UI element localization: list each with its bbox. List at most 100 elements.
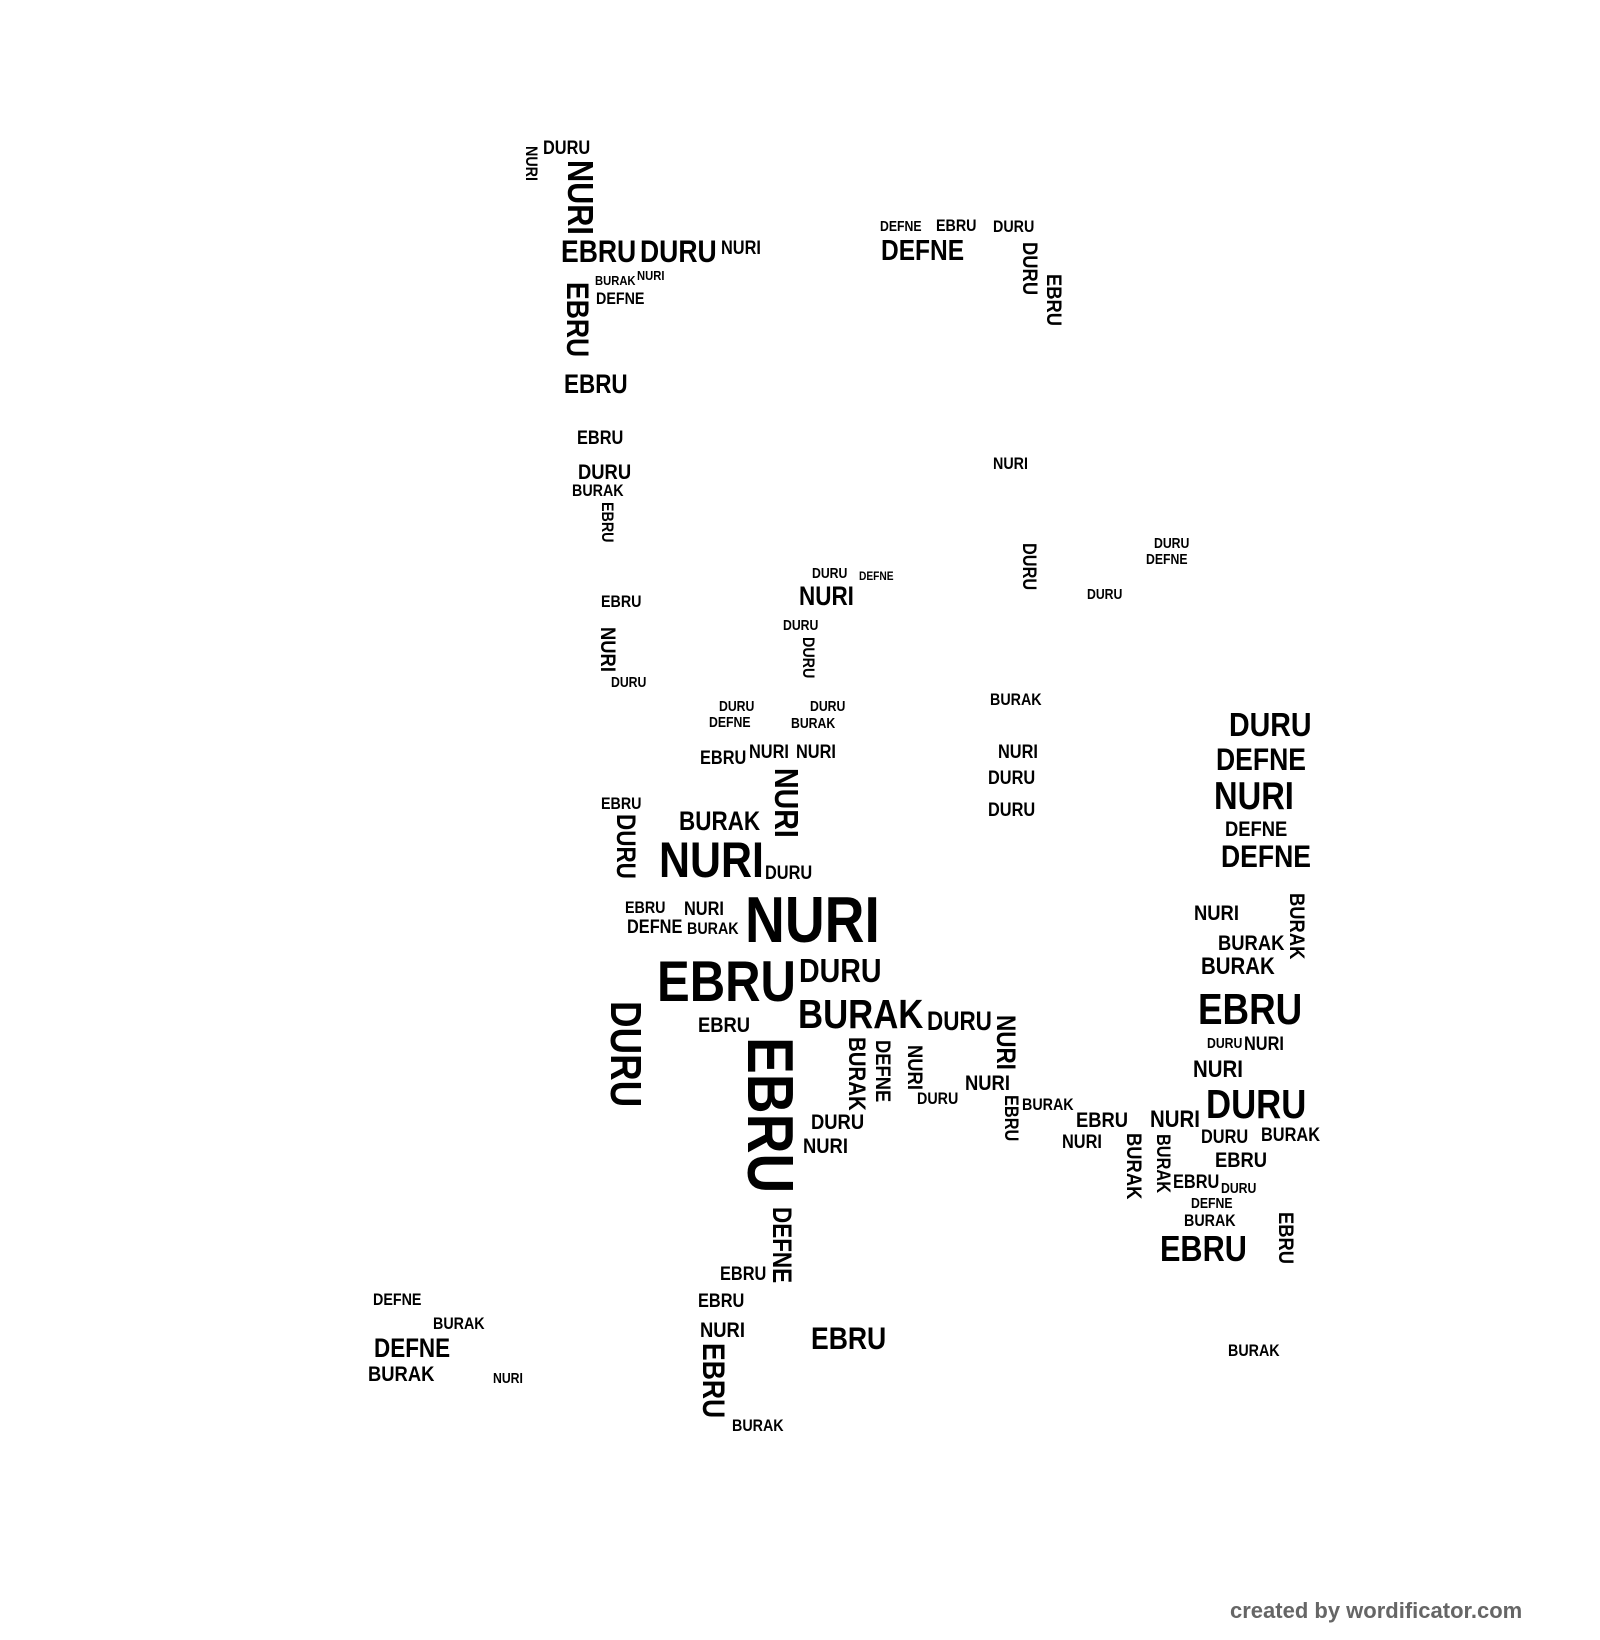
- word-nuri: NURI: [766, 768, 804, 838]
- word-burak: BURAK: [989, 689, 1042, 709]
- word-duru: DURU: [1228, 707, 1312, 745]
- word-duru: DURU: [926, 1006, 992, 1037]
- word-ebru: EBRU: [698, 1290, 745, 1312]
- word-nuri: NURI: [902, 1045, 928, 1090]
- word-ebru: EBRU: [1041, 273, 1067, 326]
- word-ebru: EBRU: [564, 368, 628, 399]
- word-nuri: NURI: [1193, 1055, 1243, 1083]
- word-defne: DEFNE: [880, 234, 964, 267]
- word-burak: BURAK: [1260, 1125, 1320, 1147]
- word-burak: BURAK: [1284, 893, 1310, 960]
- word-nuri: NURI: [1243, 1033, 1284, 1055]
- word-duru: DURU: [799, 953, 882, 991]
- word-defne: DEFNE: [871, 1039, 897, 1103]
- word-ebru: EBRU: [719, 1263, 766, 1285]
- word-nuri: NURI: [1194, 899, 1240, 925]
- word-duru: DURU: [577, 458, 631, 484]
- word-defne: DEFNE: [766, 1206, 797, 1284]
- word-burak: BURAK: [843, 1036, 871, 1111]
- word-duru: DURU: [799, 637, 819, 679]
- word-duru: DURU: [1086, 586, 1123, 603]
- word-ebru: EBRU: [1000, 1094, 1022, 1142]
- word-ebru: EBRU: [560, 282, 596, 358]
- word-ebru: EBRU: [1173, 1172, 1220, 1194]
- word-nuri: NURI: [659, 831, 765, 889]
- word-defne: DEFNE: [1216, 742, 1307, 778]
- word-nuri: NURI: [1214, 774, 1295, 818]
- word-duru: DURU: [987, 768, 1035, 790]
- word-nuri: NURI: [493, 1371, 524, 1388]
- word-ebru: EBRU: [1159, 1228, 1247, 1270]
- word-duru: DURU: [811, 1109, 865, 1135]
- word-ebru: EBRU: [696, 1342, 732, 1419]
- word-nuri: NURI: [637, 268, 665, 284]
- word-duru: DURU: [1018, 543, 1040, 591]
- word-nuri: NURI: [1061, 1131, 1102, 1153]
- word-nuri: NURI: [997, 742, 1038, 764]
- word-burak: BURAK: [595, 273, 636, 289]
- word-nuri: NURI: [522, 146, 542, 182]
- word-ebru: EBRU: [576, 427, 624, 449]
- word-duru: DURU: [812, 565, 848, 582]
- word-duru: DURU: [782, 617, 819, 634]
- word-nuri: NURI: [1149, 1106, 1200, 1134]
- word-duru: DURU: [809, 699, 846, 716]
- word-burak: BURAK: [1151, 1133, 1173, 1193]
- word-duru: DURU: [601, 1001, 650, 1108]
- word-ebru: EBRU: [624, 897, 666, 917]
- word-ebru: EBRU: [733, 1037, 807, 1194]
- word-burak: BURAK: [1022, 1095, 1074, 1115]
- word-burak: BURAK: [679, 805, 761, 836]
- word-defne: DEFNE: [1191, 1196, 1233, 1213]
- word-ebru: EBRU: [1215, 1147, 1268, 1173]
- word-burak: BURAK: [367, 1361, 435, 1387]
- word-burak: BURAK: [1122, 1132, 1147, 1200]
- word-duru: DURU: [992, 217, 1035, 237]
- word-nuri: NURI: [964, 1070, 1010, 1096]
- word-defne: DEFNE: [374, 1333, 451, 1364]
- word-ebru: EBRU: [1273, 1212, 1299, 1265]
- word-ebru: EBRU: [700, 747, 747, 769]
- word-duru: DURU: [1205, 1080, 1307, 1127]
- word-nuri: NURI: [799, 581, 855, 612]
- word-defne: DEFNE: [858, 569, 894, 584]
- word-burak: BURAK: [791, 715, 836, 732]
- word-burak: BURAK: [571, 481, 624, 501]
- word-ebru: EBRU: [600, 794, 642, 814]
- word-nuri: NURI: [803, 1133, 849, 1159]
- word-duru: DURU: [987, 799, 1035, 821]
- footer-credit: created by wordificator.com: [1230, 1598, 1523, 1623]
- word-duru: DURU: [543, 138, 591, 160]
- word-defne: DEFNE: [1220, 839, 1311, 875]
- word-duru: DURU: [611, 814, 642, 880]
- word-defne: DEFNE: [627, 916, 683, 938]
- word-duru: DURU: [718, 698, 755, 715]
- word-defne: DEFNE: [1146, 552, 1188, 569]
- word-nuri: NURI: [744, 883, 880, 957]
- word-burak: BURAK: [1201, 952, 1275, 980]
- word-nuri: NURI: [596, 627, 622, 672]
- word-nuri: NURI: [700, 1316, 746, 1342]
- word-nuri: NURI: [749, 742, 790, 764]
- word-ebru: EBRU: [935, 215, 977, 235]
- word-duru: DURU: [639, 234, 717, 270]
- word-duru: DURU: [1201, 1127, 1249, 1149]
- word-duru: DURU: [765, 863, 813, 885]
- word-duru: DURU: [1206, 1036, 1242, 1053]
- word-nuri: NURI: [559, 159, 601, 235]
- word-defne: DEFNE: [879, 219, 922, 236]
- word-ebru: EBRU: [597, 501, 617, 543]
- word-defne: DEFNE: [373, 1290, 422, 1310]
- word-duru: DURU: [611, 675, 647, 692]
- word-burak: BURAK: [798, 991, 924, 1038]
- word-burak: BURAK: [1218, 929, 1285, 955]
- word-ebru: EBRU: [1076, 1106, 1129, 1132]
- word-ebru: EBRU: [810, 1320, 887, 1356]
- word-ebru: EBRU: [657, 950, 797, 1015]
- word-nuri: NURI: [721, 237, 761, 259]
- word-duru: DURU: [917, 1089, 959, 1109]
- word-nuri: NURI: [991, 1014, 1022, 1070]
- word-nuri: NURI: [796, 742, 837, 764]
- word-duru: DURU: [1221, 1180, 1257, 1197]
